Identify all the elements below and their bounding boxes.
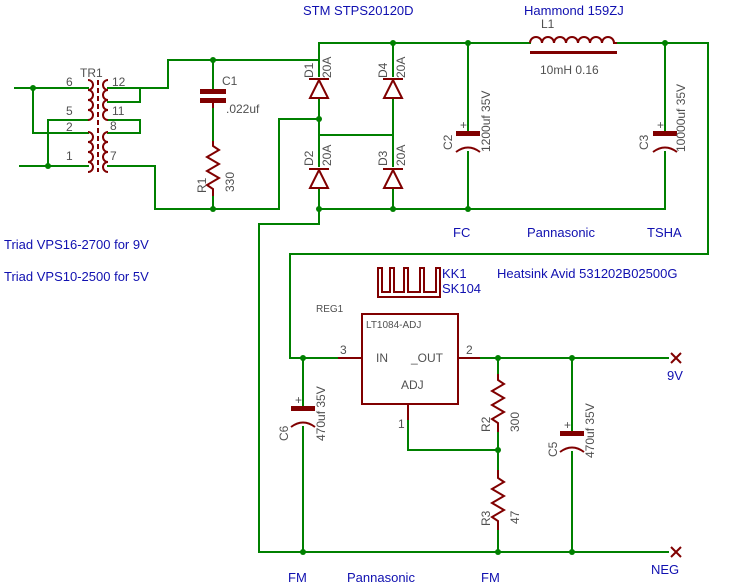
junctions <box>30 40 668 555</box>
c6-plus: + <box>295 393 302 407</box>
brand-fm-right: FM <box>481 570 500 585</box>
regulator-reg1: REG1 LT1084-ADJ IN _OUT ADJ 3 2 1 <box>316 304 480 431</box>
d3-rating: 20A <box>394 145 408 166</box>
brand-tsha: TSHA <box>647 225 682 240</box>
reg1-in-label: IN <box>376 351 388 365</box>
tr1-pin-6: 6 <box>66 75 73 89</box>
r2-value: 300 <box>508 412 522 432</box>
brand-pannasonic-top: Pannasonic <box>527 225 595 240</box>
terminal-neg: NEG <box>651 546 682 577</box>
c5-ref: C5 <box>546 441 560 457</box>
c3-value: 10000uf 35V <box>674 84 688 152</box>
capacitor-c6: + C6 470uf 35V <box>277 386 328 441</box>
reg1-chip: LT1084-ADJ <box>366 320 421 331</box>
resistor-r2: R2 300 <box>479 374 522 432</box>
inductor-part-label: Hammond 159ZJ <box>524 3 624 18</box>
d2-rating: 20A <box>320 145 334 166</box>
d4-ref: D4 <box>376 62 390 78</box>
c5-plus: + <box>564 418 571 432</box>
d1-rating: 20A <box>320 57 334 78</box>
tr1-pin-11: 11 <box>112 104 125 118</box>
diode-part-label: STM STPS20120D <box>303 3 414 18</box>
capacitor-c2: + C2 1200uf 35V <box>441 91 493 153</box>
heatsink-note: Heatsink Avid 531202B02500G <box>497 266 677 281</box>
capacitor-c3: + C3 10000uf 35V <box>637 84 688 153</box>
reg1-pin-in: 3 <box>340 343 347 357</box>
labels: STM STPS20120D Hammond 159ZJ Triad VPS16… <box>4 3 682 585</box>
c2-ref: C2 <box>441 134 455 150</box>
d4-rating: 20A <box>394 57 408 78</box>
d1-ref: D1 <box>302 62 316 78</box>
capacitor-c5: + C5 470uf 35V <box>546 403 597 458</box>
tr1-pin-12: 12 <box>112 75 126 89</box>
c3-ref: C3 <box>637 134 651 150</box>
heatsink-kk1: KK1 <box>442 266 467 281</box>
c1-value: .022uf <box>226 102 260 116</box>
brand-fm-left: FM <box>288 570 307 585</box>
c2-plus: + <box>460 118 467 132</box>
tr1-ref: TR1 <box>80 66 103 80</box>
brand-fc: FC <box>453 225 470 240</box>
d2-ref: D2 <box>302 150 316 166</box>
transformer-note-9v: Triad VPS16-2700 for 9V <box>4 237 149 252</box>
tr1-pin-7: 7 <box>110 149 117 163</box>
wires <box>14 42 709 553</box>
reg1-pin-adj: 1 <box>398 417 405 431</box>
terminal-9v: 9V <box>667 352 683 383</box>
l1-value: 10mH 0.16 <box>540 63 599 77</box>
diode-d1: D1 20A <box>302 57 334 99</box>
tr1-pin-5: 5 <box>66 104 73 118</box>
c6-value: 470uf 35V <box>314 386 328 441</box>
tr1-pin-2: 2 <box>66 120 73 134</box>
tr1-pin-1: 1 <box>66 149 73 163</box>
tr1-pin-8: 8 <box>110 119 117 133</box>
heatsink-icon <box>377 267 441 298</box>
resistor-r1: R1 330 <box>195 141 237 196</box>
c5-value: 470uf 35V <box>583 403 597 458</box>
heatsink-sk104: SK104 <box>442 281 481 296</box>
reg1-ref: REG1 <box>316 304 344 315</box>
r3-value: 47 <box>508 510 522 524</box>
d3-ref: D3 <box>376 150 390 166</box>
diode-d3: D3 20A <box>376 145 408 189</box>
c2-value: 1200uf 35V <box>479 91 493 152</box>
resistor-r3: R3 47 <box>479 470 522 530</box>
c3-plus: + <box>657 118 664 132</box>
reg1-adj-label: ADJ <box>401 378 424 392</box>
l1-ref: L1 <box>541 17 555 31</box>
inductor-l1: L1 10mH 0.16 <box>529 17 617 77</box>
diode-d4: D4 20A <box>376 57 408 99</box>
reg1-pin-out: 2 <box>466 343 473 357</box>
transformer-tr1: TR1 6 12 5 11 2 8 1 7 <box>66 66 126 173</box>
transformer-note-5v: Triad VPS10-2500 for 5V <box>4 269 149 284</box>
diode-d2: D2 20A <box>302 145 334 189</box>
r1-value: 330 <box>223 172 237 192</box>
terminal-neg-label: NEG <box>651 562 679 577</box>
r1-ref: R1 <box>195 177 209 193</box>
r3-ref: R3 <box>479 510 493 526</box>
r2-ref: R2 <box>479 416 493 432</box>
terminal-9v-label: 9V <box>667 368 683 383</box>
capacitor-c1: C1 .022uf <box>200 74 260 116</box>
c6-ref: C6 <box>277 425 291 441</box>
c1-ref: C1 <box>222 74 238 88</box>
brand-pannasonic-bottom: Pannasonic <box>347 570 415 585</box>
reg1-out-label: _OUT <box>410 351 444 365</box>
